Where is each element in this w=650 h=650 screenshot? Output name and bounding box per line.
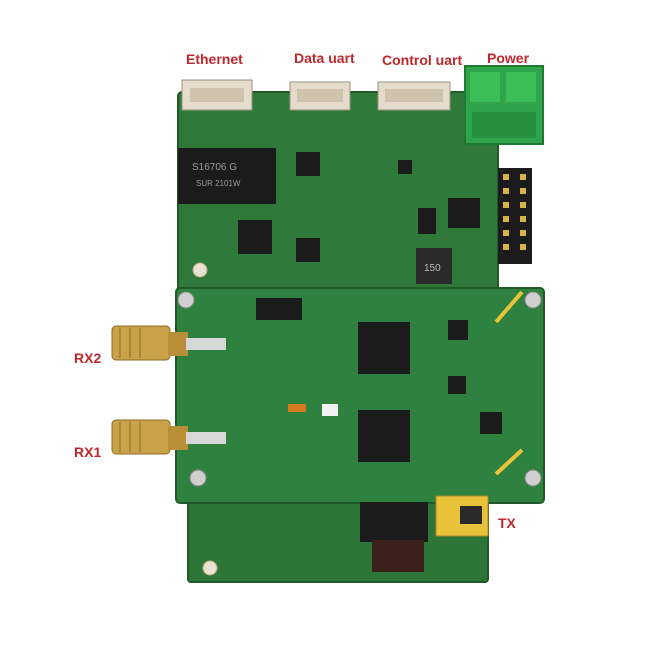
rf-pcb-board <box>175 287 545 504</box>
rx2-label: RX2 <box>74 350 102 366</box>
rf-transceiver-chip-bottom <box>358 410 410 462</box>
mount-hole <box>524 469 542 487</box>
small-chip-2 <box>418 208 436 234</box>
rf-small-chip <box>448 376 466 394</box>
power-label: Power <box>487 50 530 66</box>
ethernet-transformer-chip <box>178 148 276 204</box>
data-uart-connector <box>289 81 351 111</box>
inductor <box>416 248 452 284</box>
rf-white-component <box>322 404 338 416</box>
ethernet-label: Ethernet <box>186 51 243 67</box>
yellow-wire <box>494 448 524 476</box>
svg-text:150: 150 <box>424 263 441 274</box>
rf-transceiver-chip-top <box>358 322 410 374</box>
small-chip-1 <box>398 160 412 174</box>
shield-component <box>360 502 428 542</box>
svg-text:SUR 2101W: SUR 2101W <box>196 179 241 188</box>
mount-hole <box>524 291 542 309</box>
mount-hole <box>189 469 207 487</box>
mcu-chip <box>296 152 320 176</box>
rf-small-chip <box>480 412 502 434</box>
small-chip-3 <box>296 238 320 262</box>
control-uart-connector <box>377 81 451 111</box>
pin-header <box>498 168 532 264</box>
mount-hole <box>202 560 218 576</box>
control-uart-label: Control uart <box>382 52 463 68</box>
sma-connector-rx1 <box>111 419 226 455</box>
power-regulator-chip <box>448 198 480 228</box>
rx1-label: RX1 <box>74 444 102 460</box>
mount-hole <box>177 291 195 309</box>
power-terminal <box>464 65 544 145</box>
rf-pin-header <box>256 298 302 320</box>
rf-small-chip <box>448 320 468 340</box>
phy-chip <box>238 220 272 254</box>
tx-black-pin <box>460 506 482 524</box>
sma-connector-rx2 <box>111 325 226 361</box>
rf-orange-component <box>288 404 306 412</box>
yellow-wire <box>494 290 524 324</box>
mount-hole <box>192 262 208 278</box>
data-uart-label: Data uart <box>294 50 355 66</box>
tx-label: TX <box>498 515 516 531</box>
red-connector <box>372 540 424 572</box>
svg-text:S16706 G: S16706 G <box>192 162 237 173</box>
ethernet-connector <box>181 79 253 111</box>
